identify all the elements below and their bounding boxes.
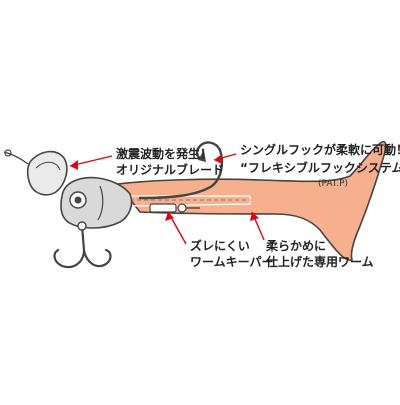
- worm-body: [117, 140, 387, 261]
- blade-label-1: 激震波動を発生！: [116, 146, 212, 161]
- blade-label-2: オリジナルブレード: [116, 162, 224, 177]
- worm-keeper-icon: [149, 203, 200, 213]
- treble-ring-icon: [77, 221, 87, 231]
- jig-head: [60, 176, 133, 229]
- gill-line: [97, 185, 104, 221]
- arrow-heads: [70, 154, 259, 221]
- line-eye-icon: [4, 149, 12, 157]
- blade-icon: [26, 150, 68, 196]
- line-tie-icon: [3, 151, 29, 165]
- worm-label-1: 柔らかめに: [265, 238, 326, 253]
- hook-barb-icon: [198, 150, 206, 162]
- hook-label-1: シングルフックが柔軟に可動！: [240, 142, 400, 157]
- keeper-label-2: ワームキーパー: [190, 255, 274, 269]
- patent-note: (PAT.P): [318, 179, 348, 189]
- pupil-icon: [74, 196, 82, 204]
- blade-bend: [35, 161, 61, 171]
- treble-hook-icon: [53, 224, 112, 269]
- single-hook-icon: [138, 141, 224, 200]
- worm-label-2: 仕上げた専用ワーム: [265, 254, 374, 269]
- hook-label-2: “フレキシブルフックシステム”: [240, 160, 400, 175]
- keeper-label-1: ズレにくい: [190, 238, 250, 253]
